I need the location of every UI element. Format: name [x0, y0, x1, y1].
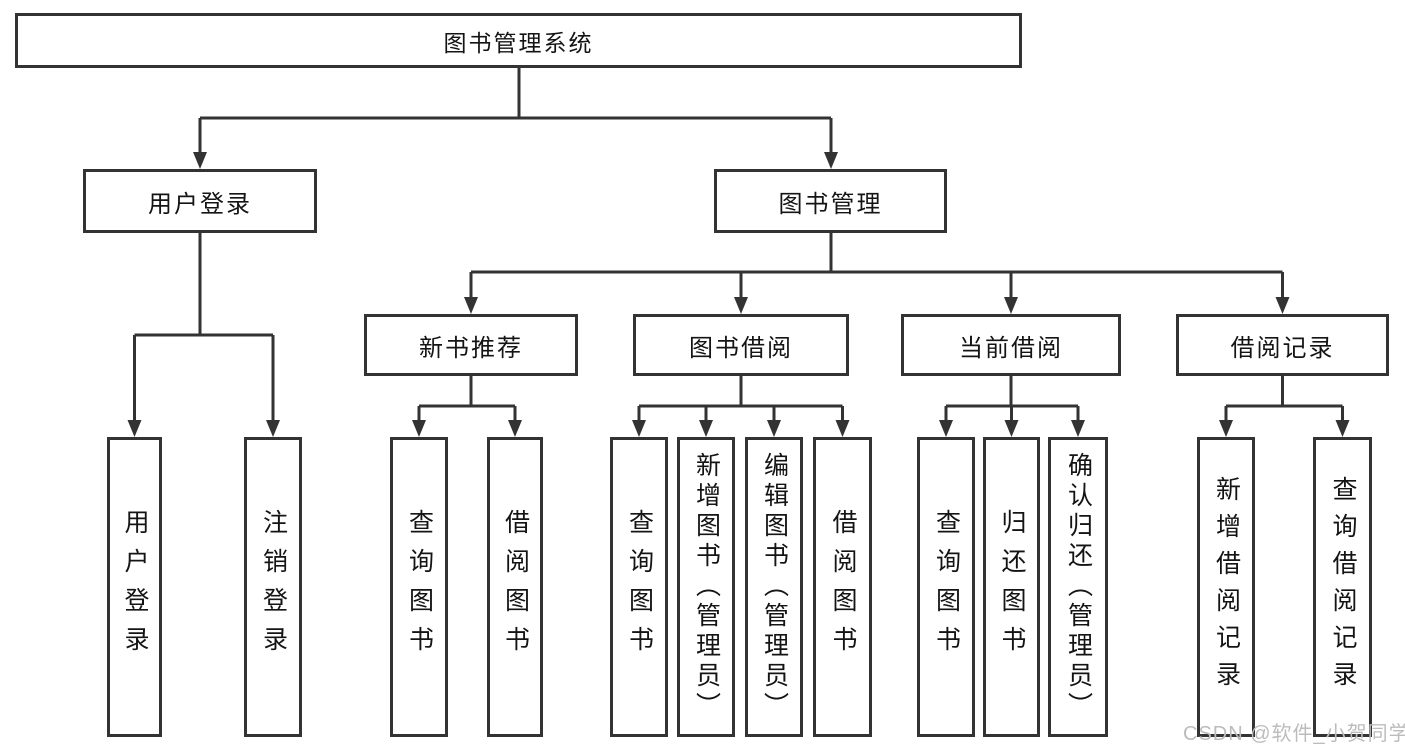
node-query-books-1: 查询图书 [390, 437, 448, 737]
node-label: 归还图书 [998, 509, 1026, 665]
arrowhead-icon [824, 152, 838, 169]
arrowhead-icon [127, 420, 142, 437]
connector-path [198, 68, 833, 155]
arrowhead-icon [1071, 420, 1085, 437]
node-book-borrowing: 图书借阅 [633, 314, 849, 376]
arrowhead-icon [734, 297, 748, 314]
node-add-book-admin: 新增图书（管理员） [677, 437, 735, 737]
node-library-system: 图书管理系统 [15, 13, 1022, 68]
connector-path [469, 233, 1284, 300]
arrowhead-icon [508, 420, 522, 437]
connector-path [417, 376, 517, 423]
arrowhead-icon [1004, 297, 1018, 314]
node-new-book-recommend: 新书推荐 [364, 314, 578, 376]
node-return-books: 归还图书 [983, 437, 1040, 737]
arrowhead-icon [193, 152, 207, 169]
connector-path [133, 233, 275, 423]
node-query-borrow-record: 查询借阅记录 [1313, 437, 1372, 737]
arrowhead-icon [1219, 420, 1233, 437]
arrowhead-icon [1275, 297, 1290, 314]
node-label: 图书管理系统 [443, 29, 594, 56]
arrowhead-icon [939, 420, 953, 437]
node-user-login-branch: 用户登录 [83, 169, 317, 233]
arrowhead-icon [266, 420, 280, 437]
arrowhead-icon [632, 420, 646, 437]
node-label: 查询图书 [625, 509, 654, 665]
node-user-login: 用户登录 [107, 437, 162, 737]
node-confirm-return-admin: 确认归还（管理员） [1048, 437, 1108, 737]
node-label: 注销登录 [259, 509, 288, 665]
node-borrow-books-2: 借阅图书 [813, 437, 872, 737]
node-label: 借阅图书 [501, 509, 530, 665]
node-label: 编辑图书（管理员） [760, 452, 789, 722]
node-label: 用户登录 [121, 509, 149, 665]
node-edit-book-admin: 编辑图书（管理员） [745, 437, 803, 737]
node-label: 查询图书 [932, 509, 961, 665]
node-borrow-books-1: 借阅图书 [487, 437, 543, 737]
arrowhead-icon [412, 420, 426, 437]
node-label: 新增借阅记录 [1212, 476, 1241, 698]
node-label: 查询图书 [405, 509, 434, 665]
arrowhead-icon [699, 420, 713, 437]
node-borrowing-records: 借阅记录 [1176, 314, 1389, 376]
node-label: 当前借阅 [959, 334, 1063, 362]
node-label: 新增图书（管理员） [692, 452, 721, 722]
arrowhead-icon [835, 420, 850, 437]
node-add-borrow-record: 新增借阅记录 [1197, 437, 1255, 737]
node-label: 借阅记录 [1230, 334, 1335, 362]
node-query-books-2: 查询图书 [610, 437, 668, 737]
arrowhead-icon [767, 420, 781, 437]
node-logout: 注销登录 [244, 437, 302, 737]
node-query-books-3: 查询图书 [917, 437, 975, 737]
arrowhead-icon [1335, 420, 1350, 437]
node-label: 查询借阅记录 [1329, 476, 1357, 698]
node-book-management-branch: 图书管理 [714, 169, 947, 233]
node-label: 确认归还（管理员） [1064, 452, 1093, 722]
connector-path [637, 376, 844, 423]
node-label: 新书推荐 [419, 334, 523, 362]
csdn-watermark: CSDN @软件_小贺同学 [1183, 723, 1405, 745]
connector-path [1224, 376, 1344, 423]
node-label: 图书管理 [778, 190, 883, 218]
node-label: 用户登录 [148, 190, 252, 218]
arrowhead-icon [1004, 420, 1019, 437]
node-current-borrowing: 当前借阅 [901, 314, 1121, 376]
arrowhead-icon [464, 297, 478, 314]
node-label: 图书借阅 [689, 334, 793, 362]
connector-path [944, 376, 1080, 423]
node-label: 借阅图书 [829, 509, 857, 665]
